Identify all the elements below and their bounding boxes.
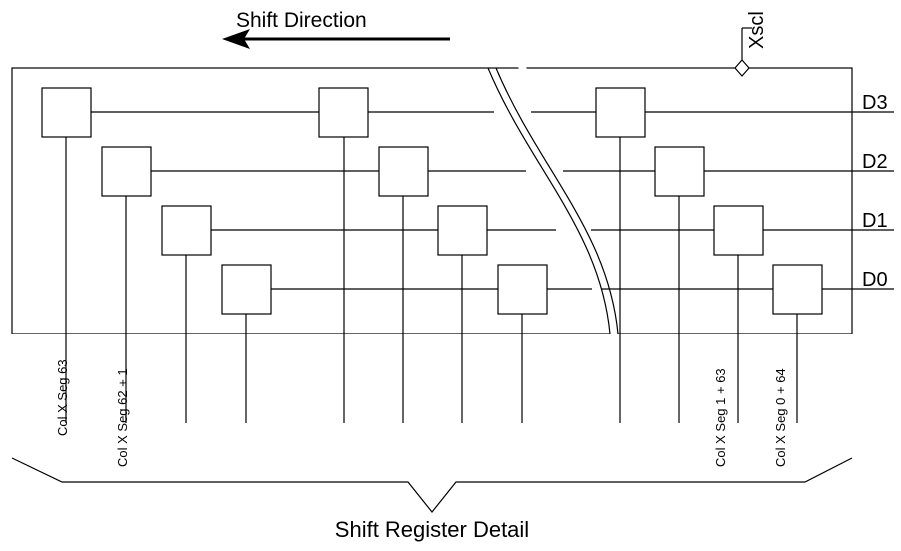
register-cell	[101, 146, 152, 197]
bottom-brace	[11, 457, 853, 513]
clock-diamond-icon	[734, 59, 750, 77]
register-cell	[437, 205, 488, 256]
diagram-caption: Shift Register Detail	[335, 517, 529, 542]
register-cell	[772, 264, 823, 315]
shift-direction-label: Shift Direction	[236, 9, 367, 32]
column-label: Col X Seg 62 + 1	[115, 368, 130, 467]
register-cell	[497, 264, 548, 315]
column-label: Col X Seg 63	[55, 359, 70, 436]
register-frame-left	[11, 67, 610, 334]
data-label-d0: D0	[862, 269, 888, 291]
register-cell	[221, 264, 272, 315]
clock-input: Xscl	[734, 11, 768, 77]
register-cell	[378, 146, 429, 197]
break-mark	[487, 67, 619, 335]
register-cell	[318, 87, 369, 138]
register-cell	[161, 205, 212, 256]
column-label: Col X Seg 1 + 63	[713, 368, 728, 467]
register-frame-right	[496, 67, 853, 334]
register-cell	[713, 205, 764, 256]
data-label-d1: D1	[862, 210, 888, 232]
register-cell	[41, 87, 92, 138]
data-label-d3: D3	[862, 92, 888, 114]
clock-label: Xscl	[746, 11, 768, 49]
column-lines	[65, 137, 798, 423]
data-lines	[91, 111, 894, 290]
register-cell	[595, 87, 646, 138]
shift-direction-arrow	[222, 29, 450, 49]
register-cell	[654, 146, 705, 197]
register-cells	[41, 87, 823, 315]
column-label: Col X Seg 0 + 64	[773, 368, 788, 467]
data-label-d2: D2	[862, 151, 888, 173]
